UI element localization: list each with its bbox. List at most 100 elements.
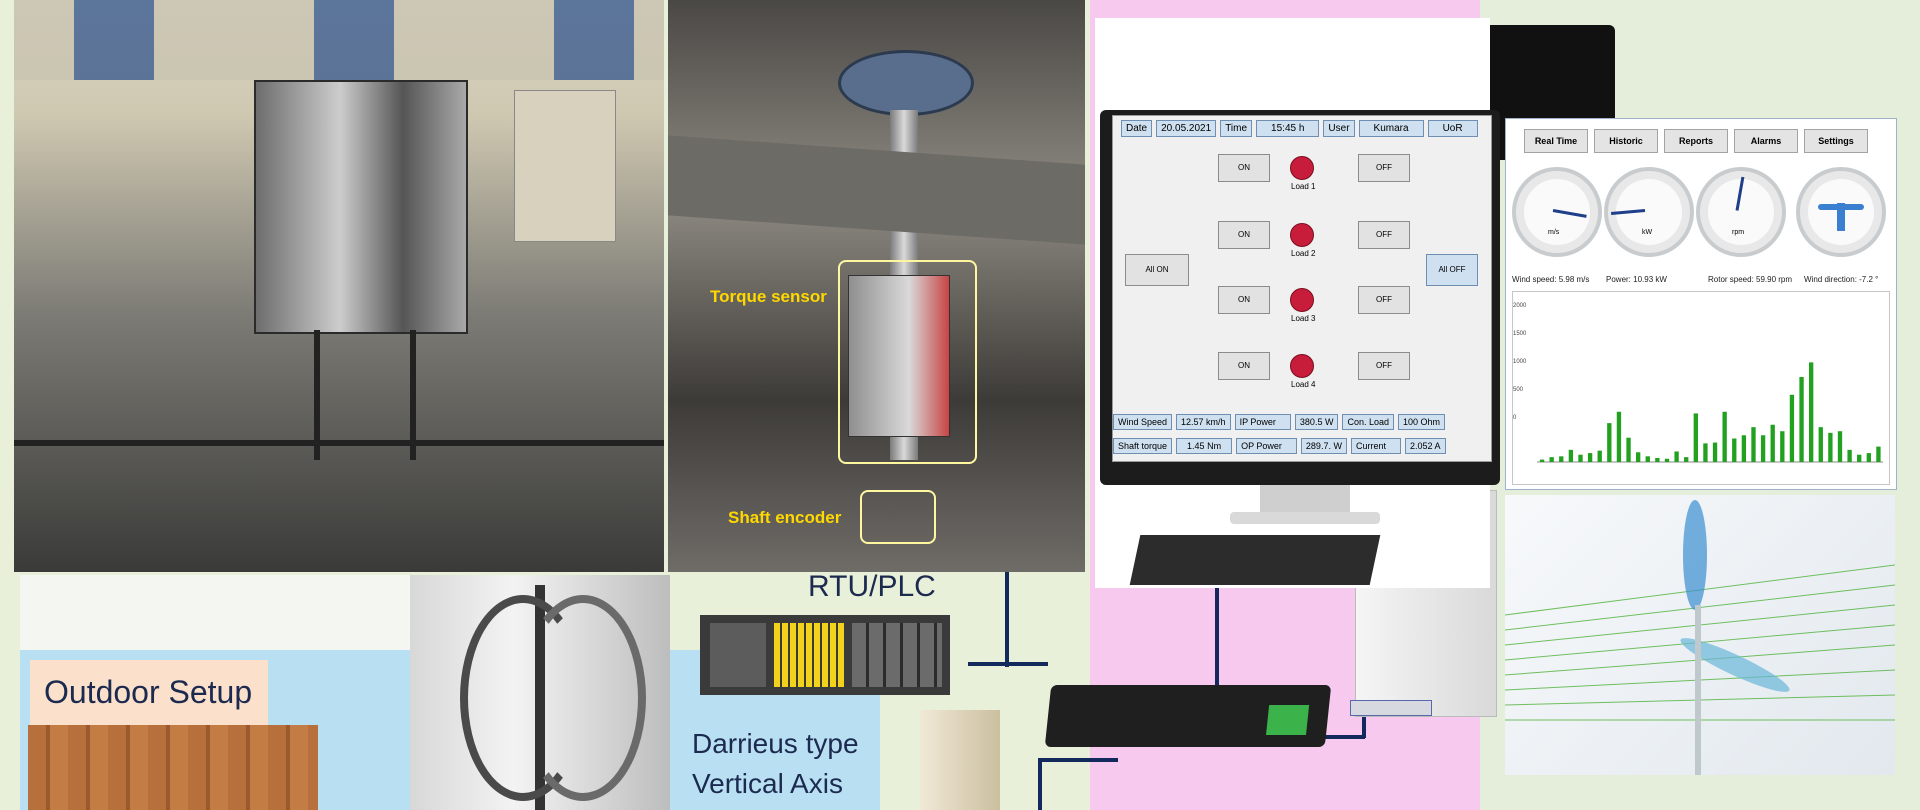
chart-bar (1732, 438, 1737, 462)
outdoor-setup-label: Outdoor Setup (44, 674, 253, 710)
chart-bar (1587, 453, 1593, 462)
chart-bar (1780, 431, 1785, 462)
load4-on-button[interactable]: ON (1218, 352, 1270, 380)
load2-off-button[interactable]: OFF (1358, 221, 1410, 249)
chart-bar (1635, 452, 1641, 462)
date-label: Date (1121, 120, 1153, 137)
load3-off-button[interactable]: OFF (1358, 286, 1410, 314)
load2-label: Load 2 (1291, 249, 1316, 258)
chart-bar (1712, 442, 1718, 462)
left-strip (20, 575, 420, 655)
chart-bar (1789, 394, 1795, 462)
org-value: UoR (1427, 120, 1478, 137)
connector-line (1320, 735, 1365, 739)
scada-screen: Date 20.05.2021 Time 15:45 h User Kumara… (1112, 115, 1492, 462)
shaft-torque-label: Shaft torque (1113, 438, 1173, 454)
chart-bar (1828, 432, 1833, 462)
current-label: Current (1350, 438, 1401, 454)
rotor-speed-gauge: rpm (1696, 167, 1786, 257)
op-power-label: OP Power (1236, 438, 1297, 454)
load3-indicator (1290, 288, 1314, 312)
chart-bar (1549, 457, 1554, 462)
monitor-stand (1260, 485, 1350, 515)
chart-bar (1760, 435, 1766, 462)
tab-settings[interactable]: Settings (1804, 129, 1868, 153)
all-on-button[interactable]: All ON (1125, 254, 1189, 286)
chart-bar (1559, 456, 1564, 462)
gauge-unit: m/s (1548, 229, 1560, 236)
chart-bar (1847, 449, 1852, 462)
chart-bar (1876, 446, 1881, 462)
tab-alarms[interactable]: Alarms (1734, 129, 1798, 153)
wind-speed-caption: Wind speed: 5.98 m/s (1512, 275, 1590, 284)
chart-bar (1597, 450, 1602, 462)
time-value: 15:45 h (1256, 120, 1320, 137)
connector-line (1038, 758, 1118, 762)
time-label: Time (1220, 120, 1253, 137)
user-value: Kumara (1358, 120, 1424, 137)
ip-power-value: 380.5 W (1294, 414, 1339, 430)
chart-y-axis: 2000 1500 1000 500 0 (1513, 292, 1526, 432)
shaft-encoder-label: Shaft encoder (728, 508, 842, 527)
cfd-simulation-image (1505, 495, 1895, 775)
connector-line (1038, 760, 1042, 810)
streamline-graphic (1505, 500, 1895, 775)
con-load-value: 100 Ohm (1398, 414, 1446, 430)
load1-off-button[interactable]: OFF (1358, 154, 1410, 182)
load1-on-button[interactable]: ON (1218, 154, 1270, 182)
power-history-chart: 2000 1500 1000 500 0 (1512, 291, 1890, 485)
chart-bar (1626, 437, 1631, 462)
outdoor-setup-tag: Outdoor Setup (30, 660, 268, 726)
roof-photo (28, 725, 318, 810)
chart-bar (1808, 362, 1814, 462)
chart-bar (1578, 454, 1583, 462)
load4-off-button[interactable]: OFF (1358, 352, 1410, 380)
chart-bar (1616, 411, 1622, 462)
date-value: 20.05.2021 (1156, 120, 1217, 137)
wind-direction-caption: Wind direction: -7.2 ° (1804, 275, 1879, 284)
chart-bar (1857, 454, 1862, 462)
access-point-image (1350, 700, 1432, 716)
keyboard-image (1129, 535, 1381, 585)
server-image (920, 710, 1000, 810)
chart-bar (1607, 423, 1612, 462)
power-caption: Power: 10.93 kW (1606, 275, 1667, 284)
readouts-row1: Wind Speed 12.57 km/h IP Power 380.5 W C… (1113, 414, 1446, 430)
load2-on-button[interactable]: ON (1218, 221, 1270, 249)
tab-reports[interactable]: Reports (1664, 129, 1728, 153)
chart-bar (1837, 431, 1843, 462)
chart-bar (1722, 411, 1727, 462)
wind-speed-value: 12.57 km/h (1176, 414, 1231, 430)
rtu-plc-image (700, 615, 950, 695)
connector-line (1005, 572, 1009, 667)
load1-label: Load 1 (1291, 182, 1316, 191)
y-tick-label: 2000 (1513, 303, 1527, 309)
wind-direction-gauge (1796, 167, 1886, 257)
chart-bar (1568, 449, 1574, 462)
chart-bar (1866, 453, 1871, 462)
connector-line (968, 662, 1048, 666)
torque-sensor-label: Torque sensor (710, 287, 827, 306)
ip-power-label: IP Power (1234, 414, 1291, 430)
load3-on-button[interactable]: ON (1218, 286, 1270, 314)
gauge-unit: kW (1642, 229, 1653, 236)
con-load-label: Con. Load (1342, 414, 1394, 430)
load4-label: Load 4 (1291, 380, 1316, 389)
monitoring-dashboard: Real Time Historic Reports Alarms Settin… (1505, 118, 1897, 490)
all-off-button[interactable]: All OFF (1426, 254, 1478, 286)
load1-indicator (1290, 156, 1314, 180)
chart-bar (1799, 376, 1804, 462)
gauge-unit: rpm (1732, 229, 1745, 236)
shaft-torque-value: 1.45 Nm (1176, 438, 1233, 454)
chart-bar (1703, 443, 1708, 462)
indoor-setup-photo (14, 0, 664, 572)
rtu-plc-label: RTU/PLC (808, 570, 936, 603)
chart-bar (1693, 413, 1698, 462)
tab-historic[interactable]: Historic (1594, 129, 1658, 153)
wind-speed-gauge: m/s (1512, 167, 1602, 257)
chart-bar (1751, 427, 1756, 462)
readouts-row2: Shaft torque 1.45 Nm OP Power 289.7. W C… (1113, 438, 1446, 454)
tab-real-time[interactable]: Real Time (1524, 129, 1588, 153)
turbine-tower-icon (1837, 203, 1845, 231)
router-image (1044, 685, 1332, 747)
